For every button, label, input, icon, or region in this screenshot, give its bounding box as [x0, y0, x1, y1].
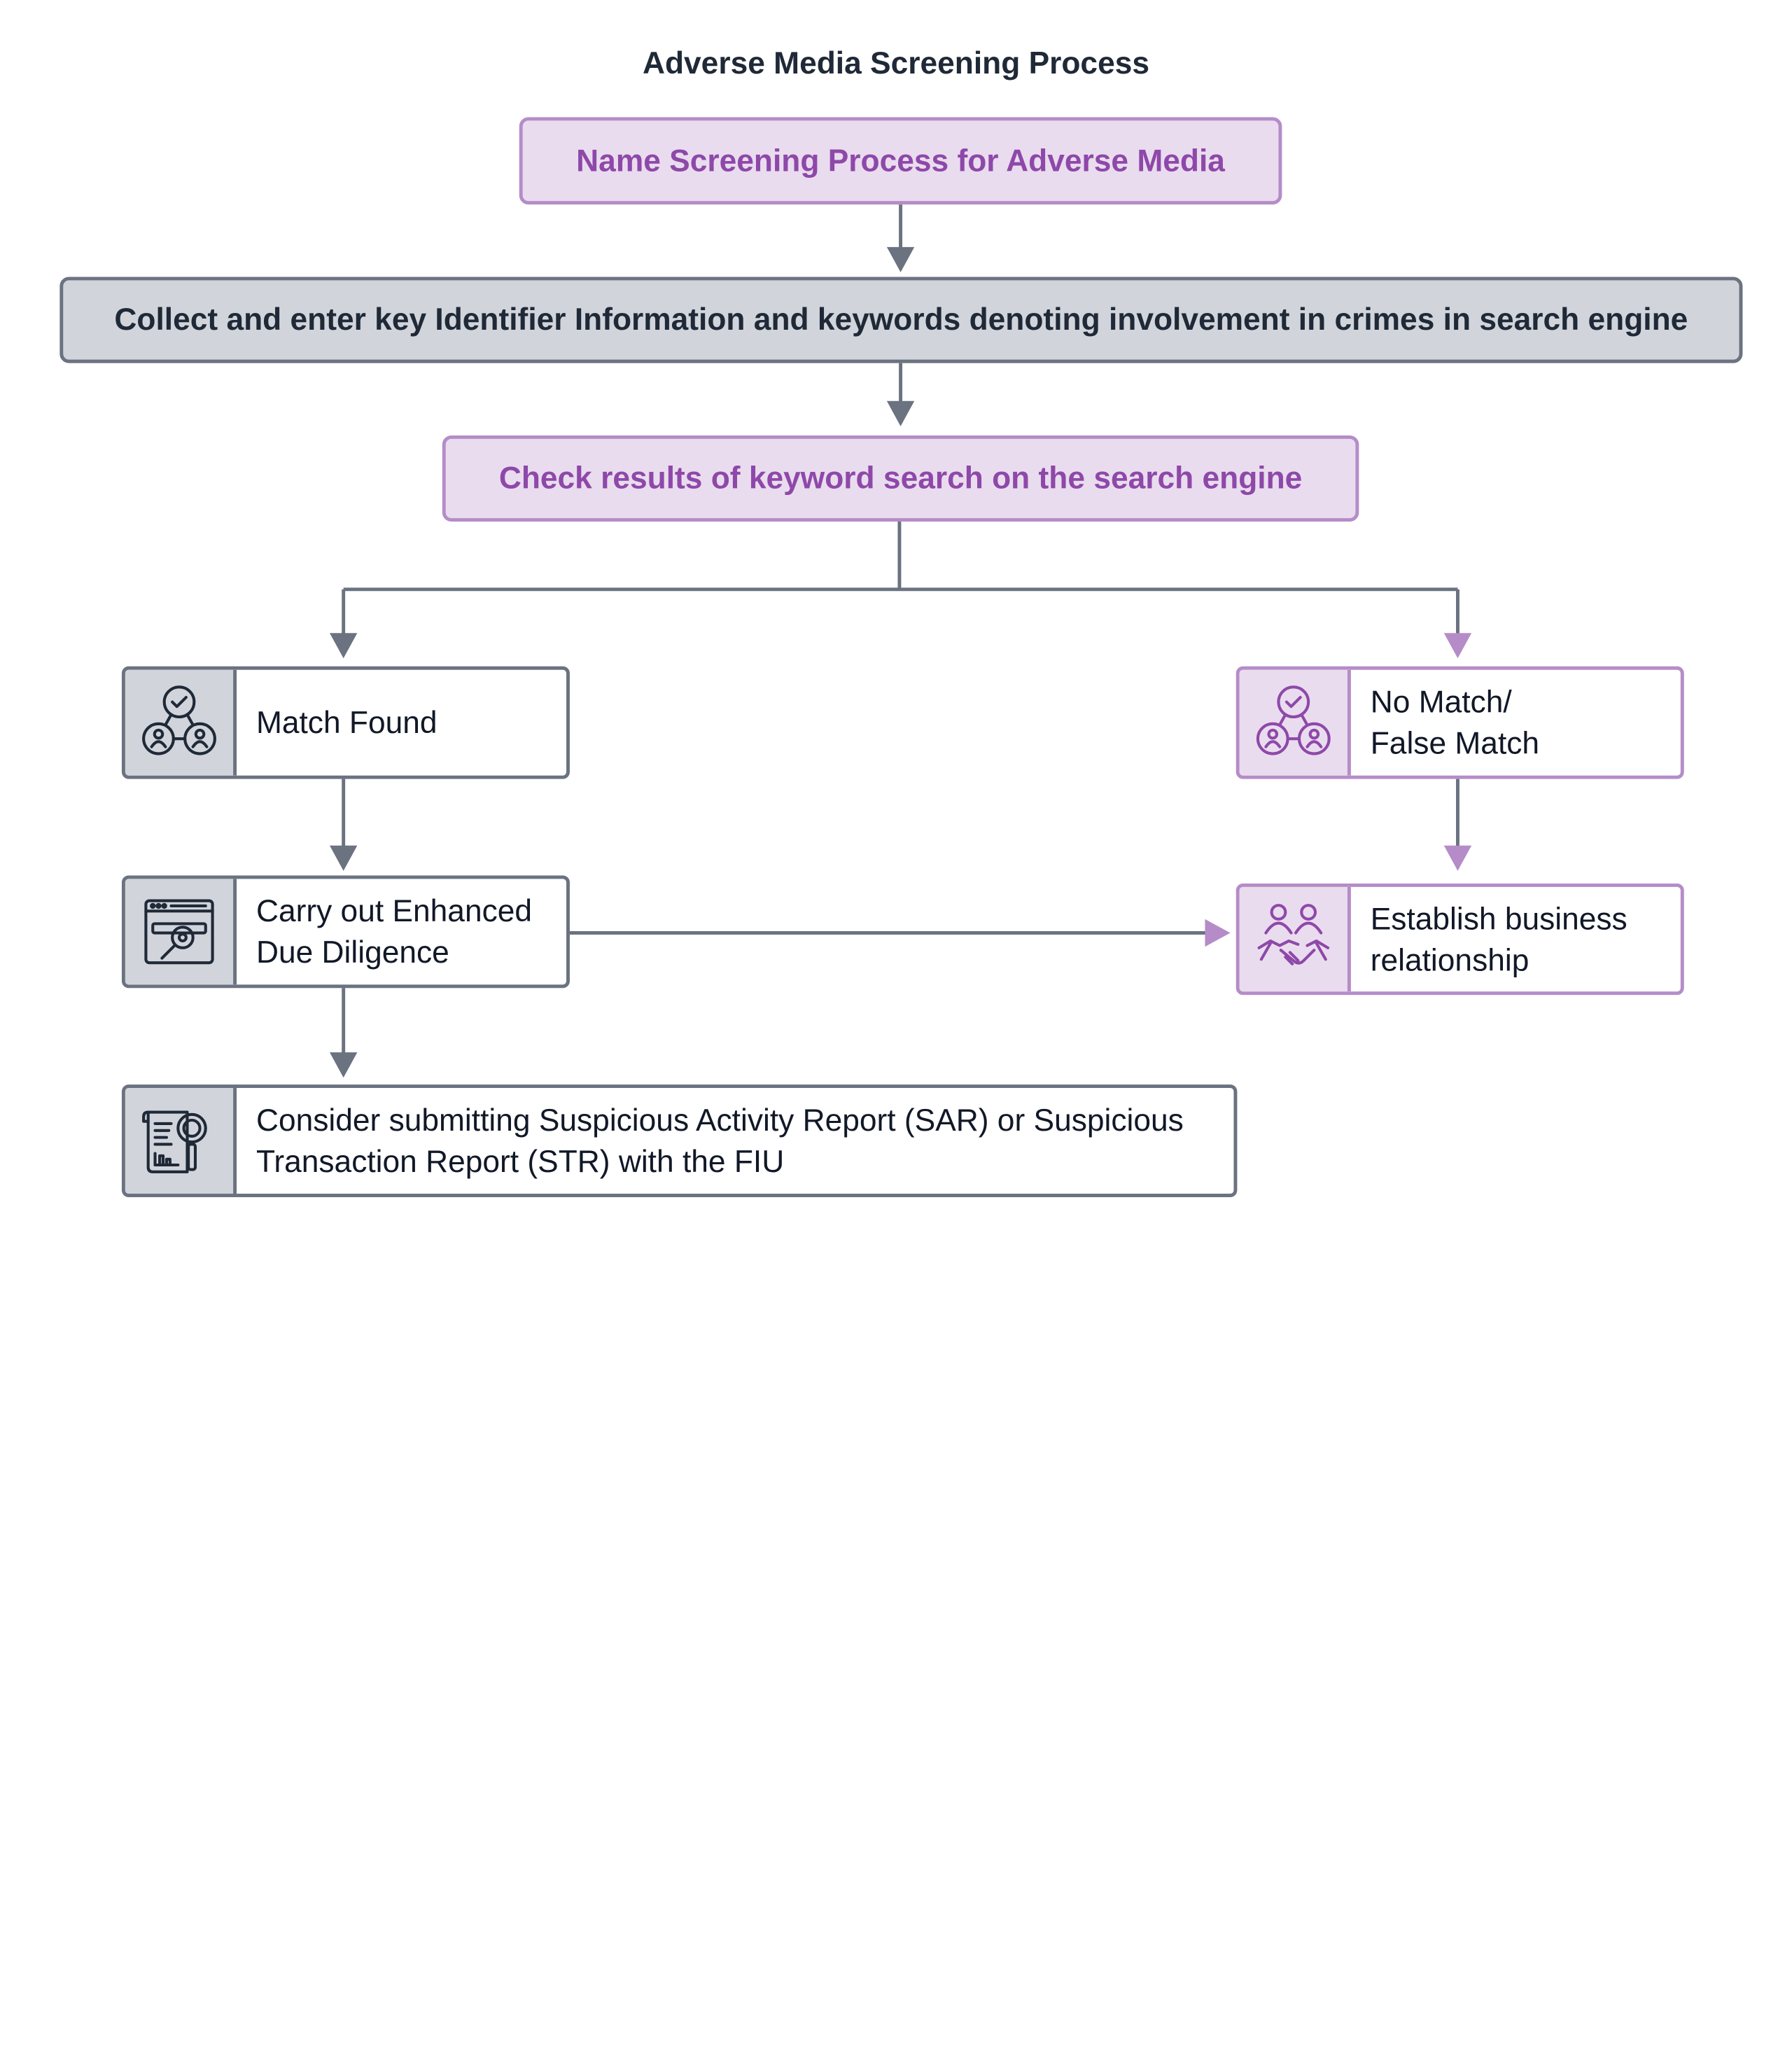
step-check-results-label: Check results of keyword search on the s… — [498, 461, 1303, 496]
browser-search-gear-icon — [125, 879, 237, 985]
step-check-results: Check results of keyword search on the s… — [442, 435, 1359, 522]
arrowhead-collect — [886, 246, 915, 272]
branch-no-match: No Match/ False Match — [1236, 666, 1684, 779]
branch-match-found-label: Match Found — [255, 705, 438, 740]
report-magnifier-icon — [125, 1088, 237, 1194]
network-check-users-icon — [125, 669, 237, 776]
step-name-screening-label: Name Screening Process for Adverse Media — [576, 143, 1225, 178]
step-collect-info-label: Collect and enter key Identifier Informa… — [114, 302, 1688, 337]
arrowhead-establish-side — [1205, 919, 1231, 947]
branch-report-submission: Consider submitting Suspicious Activity … — [121, 1084, 1238, 1197]
handshake-people-icon — [1239, 886, 1351, 992]
branch-no-match-label: No Match/ False Match — [1370, 685, 1540, 761]
arrowhead-establish — [1443, 845, 1472, 871]
branch-establish-relationship-label: Establish business relationship — [1370, 901, 1628, 977]
arrowhead-match — [329, 633, 358, 659]
branch-match-found: Match Found — [121, 666, 570, 779]
diagram-title: Adverse Media Screening Process — [642, 46, 1149, 81]
branch-report-submission-label: Consider submitting Suspicious Activity … — [255, 1103, 1184, 1179]
arrowhead-edd — [329, 845, 358, 871]
arrowhead-check — [886, 400, 915, 426]
step-name-screening: Name Screening Process for Adverse Media — [519, 117, 1282, 205]
step-collect-info: Collect and enter key Identifier Informa… — [59, 277, 1743, 363]
arrowhead-report — [329, 1052, 358, 1078]
arrowhead-nomatch — [1443, 633, 1472, 659]
branch-enhanced-due-diligence: Carry out Enhanced Due Diligence — [121, 875, 570, 989]
branch-enhanced-due-diligence-label: Carry out Enhanced Due Diligence — [255, 893, 533, 970]
branch-establish-relationship: Establish business relationship — [1236, 883, 1684, 996]
network-check-users-icon — [1239, 669, 1351, 776]
connectors — [329, 204, 1472, 1078]
